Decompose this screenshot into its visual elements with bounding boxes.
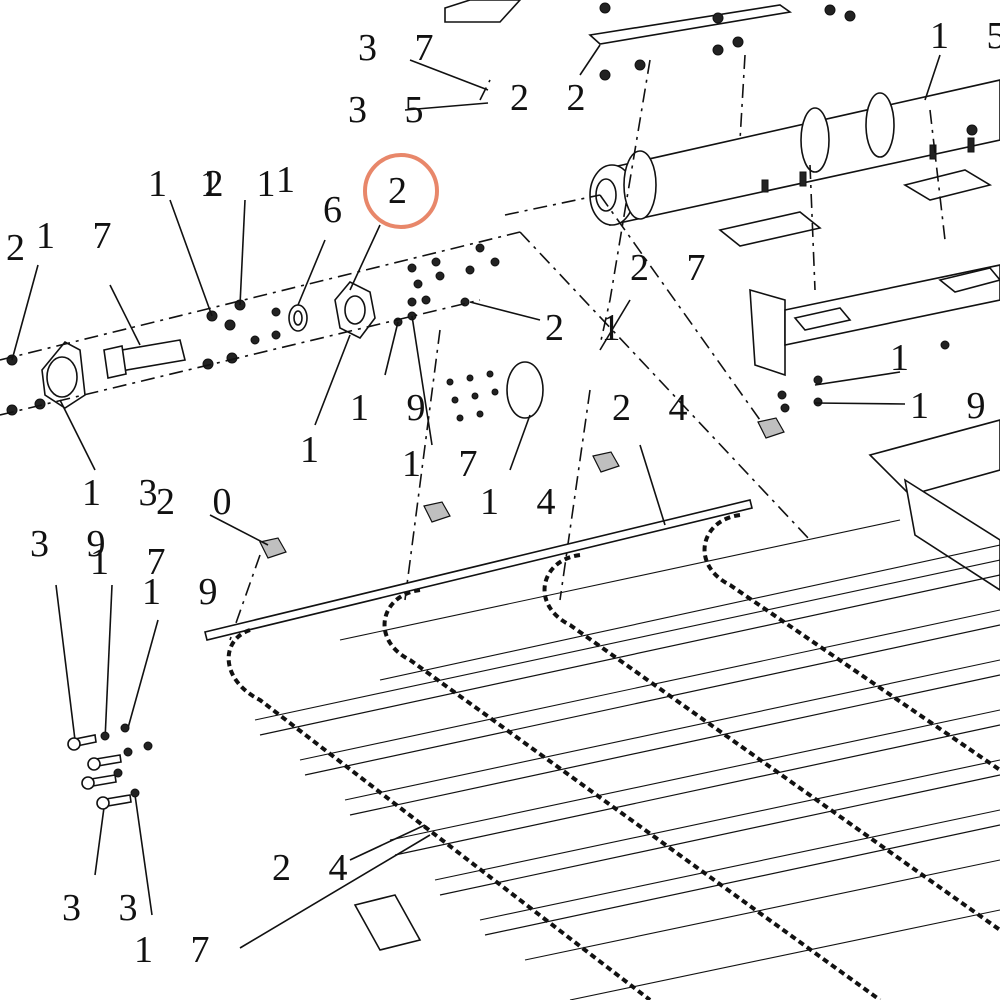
callout-17-mid: 1 7: [402, 443, 492, 485]
callout-17-bottom: 1 7: [134, 929, 224, 971]
callout-39: 3 9: [30, 523, 120, 565]
bolt-set: [67, 723, 153, 810]
chain-clips: [259, 417, 785, 951]
callout-27: 2 7: [630, 247, 720, 289]
callout-13: 1 3: [82, 472, 172, 514]
callout-11: 1 1: [200, 163, 290, 205]
drive-shaft-assembly: [444, 0, 1000, 591]
callout-24-top: 2 4: [612, 387, 702, 429]
callout-labels: 3 7 2 2 3 5 1 5 2 1 1 7 1 2 1 1 6 2 2 7 …: [6, 15, 1000, 971]
callout-17-lower: 1 7: [90, 541, 180, 583]
highlight-circle: [363, 153, 439, 229]
callout-2-highlighted: 2: [388, 170, 421, 212]
callout-19-right: 1 9: [910, 385, 1000, 427]
callout-21: 2 1: [545, 307, 635, 349]
callout-6: 6: [323, 189, 356, 231]
callout-37-top: 3 7: [358, 27, 448, 69]
callout-1-right: 1: [890, 337, 923, 379]
callout-19-lower: 1 9: [142, 571, 232, 613]
callout-24-bottom: 2 4: [272, 847, 362, 889]
left-shaft-components: [6, 243, 544, 422]
callout-12: 1 2: [148, 163, 238, 205]
centre-lines: [0, 54, 946, 641]
callout-2-left: 2: [6, 227, 39, 269]
callout-35: 3 5: [348, 89, 438, 131]
callout-17-left: 1 7: [36, 215, 126, 257]
callout-15: 1 5: [930, 15, 1000, 57]
callout-1-mid: 1: [300, 429, 333, 471]
callout-33: 3 3: [62, 887, 152, 929]
chain-conveyor: [204, 499, 1000, 1000]
leader-lines: [11, 44, 941, 949]
callout-14: 1 4: [480, 481, 570, 523]
callout-22-top: 2 2: [510, 77, 600, 119]
callout-1-upper: 1: [276, 159, 309, 201]
callout-19-mid: 1 9: [350, 387, 440, 429]
callout-20: 2 0: [156, 481, 246, 523]
